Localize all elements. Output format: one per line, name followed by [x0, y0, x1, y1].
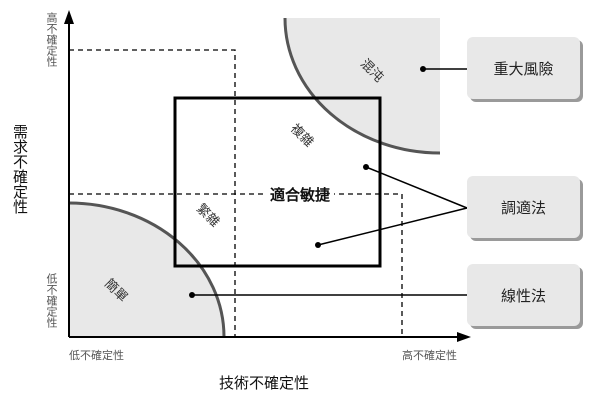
dashed-boundary-wide [69, 193, 403, 337]
y-axis-high-label: 高不確定性 [45, 12, 58, 67]
x-axis-high-label: 高不確定性 [402, 349, 457, 362]
connector-dot-complex [363, 164, 369, 170]
connector-dot-complicated [315, 242, 321, 248]
connector-complex [365, 166, 468, 209]
connector-dot-chaos [420, 66, 426, 72]
high-risk-box: 重大風險 [467, 37, 580, 99]
x-axis-low-label: 低不確定性 [69, 349, 124, 362]
linear-box: 線性法 [467, 264, 580, 326]
agile-zone-box [173, 96, 382, 268]
adaptive-box: 調適法 [467, 176, 580, 238]
x-axis-title: 技術不確定性 [219, 374, 310, 392]
linear-label: 線性法 [500, 286, 546, 305]
adaptive-label: 調適法 [500, 198, 546, 217]
dashed-boundary-tall [69, 49, 236, 337]
connector-dot-simple [189, 292, 195, 298]
y-axis-low-label: 低不確定性 [45, 273, 58, 328]
simple-arc [68, 201, 226, 338]
high-risk-label: 重大風險 [493, 59, 554, 78]
connector-complicated [317, 207, 468, 246]
simple-region [69, 203, 224, 337]
y-axis-title: 需求不確定性 [11, 124, 29, 214]
chaos-arc [283, 17, 441, 155]
x-axis-arrow-icon [457, 332, 471, 342]
y-axis-arrow-icon [64, 10, 74, 24]
chaos-region [285, 18, 440, 153]
agile-zone-label: 適合敏捷 [266, 184, 335, 205]
